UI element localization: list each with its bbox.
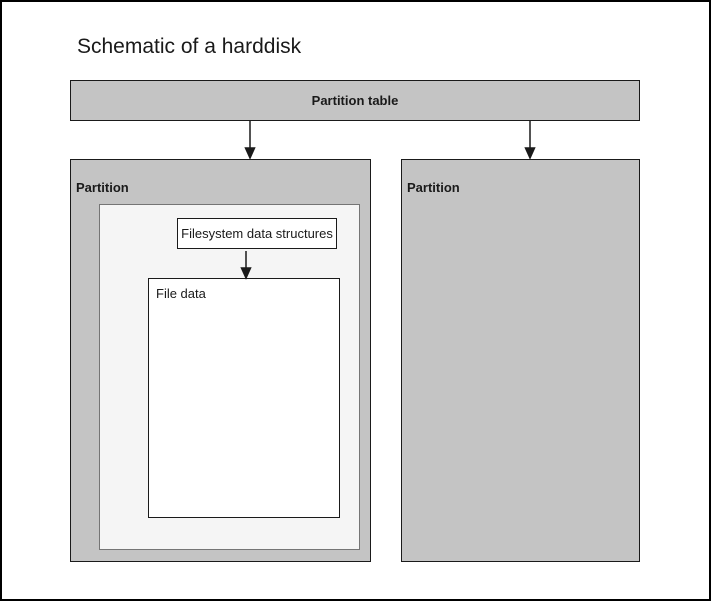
arrow-table-to-right-partition <box>524 121 536 160</box>
partition-table-box: Partition table <box>70 80 640 121</box>
partition-left-label: Partition <box>76 180 129 195</box>
diagram-title: Schematic of a harddisk <box>77 35 302 58</box>
filesystem-container-box: Filesystem data structures File data <box>99 204 360 550</box>
filesystem-structures-label: Filesystem data structures <box>181 226 333 241</box>
file-data-box: File data <box>148 278 340 518</box>
filesystem-structures-box: Filesystem data structures <box>177 218 337 249</box>
partition-right-label: Partition <box>407 180 460 195</box>
partition-box-left: Partition Filesystem data structures Fil… <box>70 159 371 562</box>
partition-box-right: Partition <box>401 159 640 562</box>
file-data-label: File data <box>156 286 206 301</box>
arrow-table-to-left-partition <box>244 121 256 160</box>
partition-table-label: Partition table <box>311 93 399 108</box>
